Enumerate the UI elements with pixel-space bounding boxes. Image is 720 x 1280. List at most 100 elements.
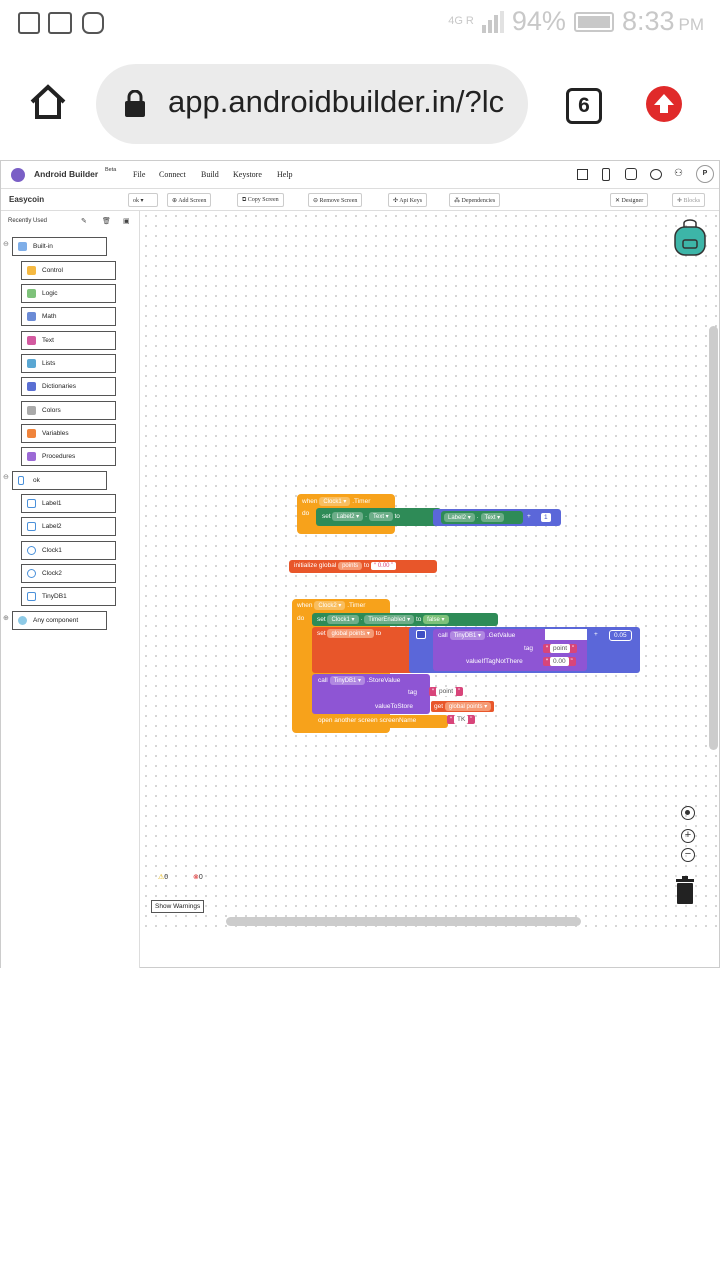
property-dropdown[interactable]: Text ▾ [480, 513, 505, 522]
menu-connect[interactable]: Connect [159, 170, 186, 179]
sidebar-item-label1[interactable]: Label1 [21, 494, 116, 513]
brand-badge: Beta [105, 167, 117, 173]
bug-icon[interactable] [650, 169, 662, 180]
property-dropdown[interactable]: Text ▾ [368, 512, 393, 521]
get-global-points-block[interactable]: get global points ▾ [431, 701, 495, 712]
backpack-icon[interactable] [672, 219, 708, 257]
tree-toggle-icon[interactable]: ⊖ [3, 241, 9, 248]
component-dropdown[interactable]: Label2 ▾ [332, 512, 364, 521]
when-clock2-timer-header: when Clock2 ▾ .Timer [297, 601, 366, 610]
menu-build[interactable]: Build [201, 170, 219, 179]
set-clock1-timerenabled-content: set Clock1 ▾ · TimerEnabled ▾ to false ▾ [317, 615, 449, 624]
variable-name-field[interactable]: points [338, 562, 363, 570]
sidebar-item-dictionaries[interactable]: Dictionaries [21, 377, 116, 396]
home-icon[interactable] [577, 169, 588, 180]
component-dropdown[interactable]: Label2 ▾ [444, 513, 475, 522]
value-to-store-label: valueToStore [375, 703, 413, 710]
add-screen-button[interactable]: ⊕ Add Screen [167, 193, 212, 207]
menu-keystore[interactable]: Keystore [233, 170, 262, 179]
string-0-00[interactable]: “ 0.00 ” [371, 562, 397, 570]
users-icon[interactable]: ⚇ [674, 168, 683, 179]
plus-operator: + [527, 513, 531, 520]
tree-toggle-icon[interactable]: ⊖ [3, 474, 9, 481]
error-indicator[interactable]: ⊗0 [193, 874, 203, 881]
warning-indicator[interactable]: ⚠0 [158, 874, 169, 881]
address-bar[interactable]: app.androidbuilder.in/?lc [96, 64, 528, 144]
boolean-dropdown[interactable]: false ▾ [423, 615, 449, 624]
sidebar-item-logic[interactable]: Logic [21, 284, 116, 303]
network-type: 4G R [448, 15, 474, 27]
screen-select[interactable]: ok ▾ [128, 193, 158, 207]
gear-icon[interactable] [416, 630, 426, 639]
avatar[interactable]: P [696, 165, 714, 183]
instagram-icon [82, 12, 104, 34]
gallery-icon [18, 12, 40, 34]
toolbar: Easycoin ok ▾ ⊕ Add Screen ⧉ Copy Screen… [1, 189, 719, 211]
sidebar-item-control[interactable]: Control [21, 261, 116, 280]
set-clock1-timerenabled-block[interactable] [312, 613, 498, 626]
menu-bar: Android Builder Beta File Connect Build … [1, 161, 719, 189]
initialize-global-block[interactable] [289, 560, 437, 573]
delete-icon[interactable]: 🗑 [102, 218, 111, 225]
phone-icon[interactable] [602, 168, 610, 181]
trash-icon[interactable] [675, 876, 695, 904]
screen-name-string[interactable]: “ TK ” [447, 715, 476, 724]
sidebar-item-screen-ok[interactable]: ok [12, 471, 107, 490]
variable-dropdown[interactable]: global points ▾ [327, 629, 374, 638]
home-icon[interactable] [28, 82, 68, 122]
designer-button[interactable]: ✕ Designer [610, 193, 649, 207]
component-icon[interactable] [625, 168, 637, 180]
vertical-scrollbar[interactable] [709, 326, 718, 750]
clock-ampm: PM [678, 14, 705, 34]
sidebar-item-lists[interactable]: Lists [21, 354, 116, 373]
property-dropdown[interactable]: TimerEnabled ▾ [364, 615, 415, 624]
tree-toggle-icon[interactable]: ⊕ [3, 615, 9, 622]
remove-screen-button[interactable]: ⊖ Remove Screen [308, 193, 363, 207]
menu-help[interactable]: Help [277, 170, 293, 179]
component-dropdown[interactable]: Clock1 ▾ [319, 497, 351, 506]
number-0-05[interactable]: 0.05 [609, 630, 632, 641]
sidebar-item-clock2[interactable]: Clock2 [21, 564, 116, 583]
sidebar-item-any-component[interactable]: Any component [12, 611, 107, 630]
upload-icon[interactable] [646, 86, 682, 122]
set-label2-text-content: set Label2 ▾ · Text ▾ to [322, 512, 400, 521]
sidebar-item-clock1[interactable]: Clock1 [21, 541, 116, 560]
zoom-in-icon[interactable]: + [681, 829, 695, 843]
default-string[interactable]: “ 0.00 ” [543, 657, 576, 666]
sidebar-item-text[interactable]: Text [21, 331, 116, 350]
sidebar-item-label2[interactable]: Label2 [21, 517, 116, 536]
component-dropdown[interactable]: TinyDB1 ▾ [329, 676, 366, 685]
blocks-button[interactable]: ✚ Blocks [672, 193, 706, 207]
show-warnings-button[interactable]: Show Warnings [151, 900, 205, 913]
collapse-icon[interactable]: ▣ [123, 218, 130, 225]
recenter-icon[interactable] [681, 806, 695, 820]
menu-file[interactable]: File [133, 170, 146, 179]
dependencies-button[interactable]: ⁂ Dependencies [449, 193, 501, 207]
component-dropdown[interactable]: TinyDB1 ▾ [449, 631, 486, 640]
status-bar: 4G R 94% 8:33 PM [0, 0, 720, 48]
component-dropdown[interactable]: Clock2 ▾ [314, 601, 346, 610]
sidebar-item-procedures[interactable]: Procedures [21, 447, 116, 466]
horizontal-scrollbar[interactable] [226, 917, 581, 926]
tab-count-button[interactable]: 6 [566, 88, 602, 124]
get-label2-text-content: Label2 ▾ · Text ▾ [444, 513, 505, 522]
set-label2-text-block[interactable] [316, 508, 441, 526]
sidebar-item-math[interactable]: Math [21, 307, 116, 326]
sidebar-item-colors[interactable]: Colors [21, 401, 116, 420]
edit-icon[interactable]: ✎ [81, 218, 87, 225]
blocks-workspace[interactable]: when Clock1 ▾ .Timer do set Label2 ▾ · T… [141, 211, 719, 929]
copy-screen-button[interactable]: ⧉ Copy Screen [237, 193, 284, 207]
tag-string[interactable]: “ point ” [543, 644, 578, 653]
component-dropdown[interactable]: Clock1 ▾ [327, 615, 359, 624]
tag-string[interactable]: “ point ” [429, 687, 464, 696]
sidebar-item-tinydb1[interactable]: TinyDB1 [21, 587, 116, 606]
zoom-out-icon[interactable]: − [681, 848, 695, 862]
variable-dropdown[interactable]: global points ▾ [444, 702, 492, 711]
sidebar-item-built-in[interactable]: Built-in [12, 237, 107, 256]
sidebar-item-variables[interactable]: Variables [21, 424, 116, 443]
tinydb-storevalue-block[interactable] [312, 674, 430, 714]
api-keys-button[interactable]: ✣ Api Keys [388, 193, 428, 207]
get-label2-text-block[interactable] [441, 511, 523, 524]
open-another-screen-block[interactable] [312, 715, 448, 728]
number-1[interactable]: 1 [541, 513, 551, 522]
